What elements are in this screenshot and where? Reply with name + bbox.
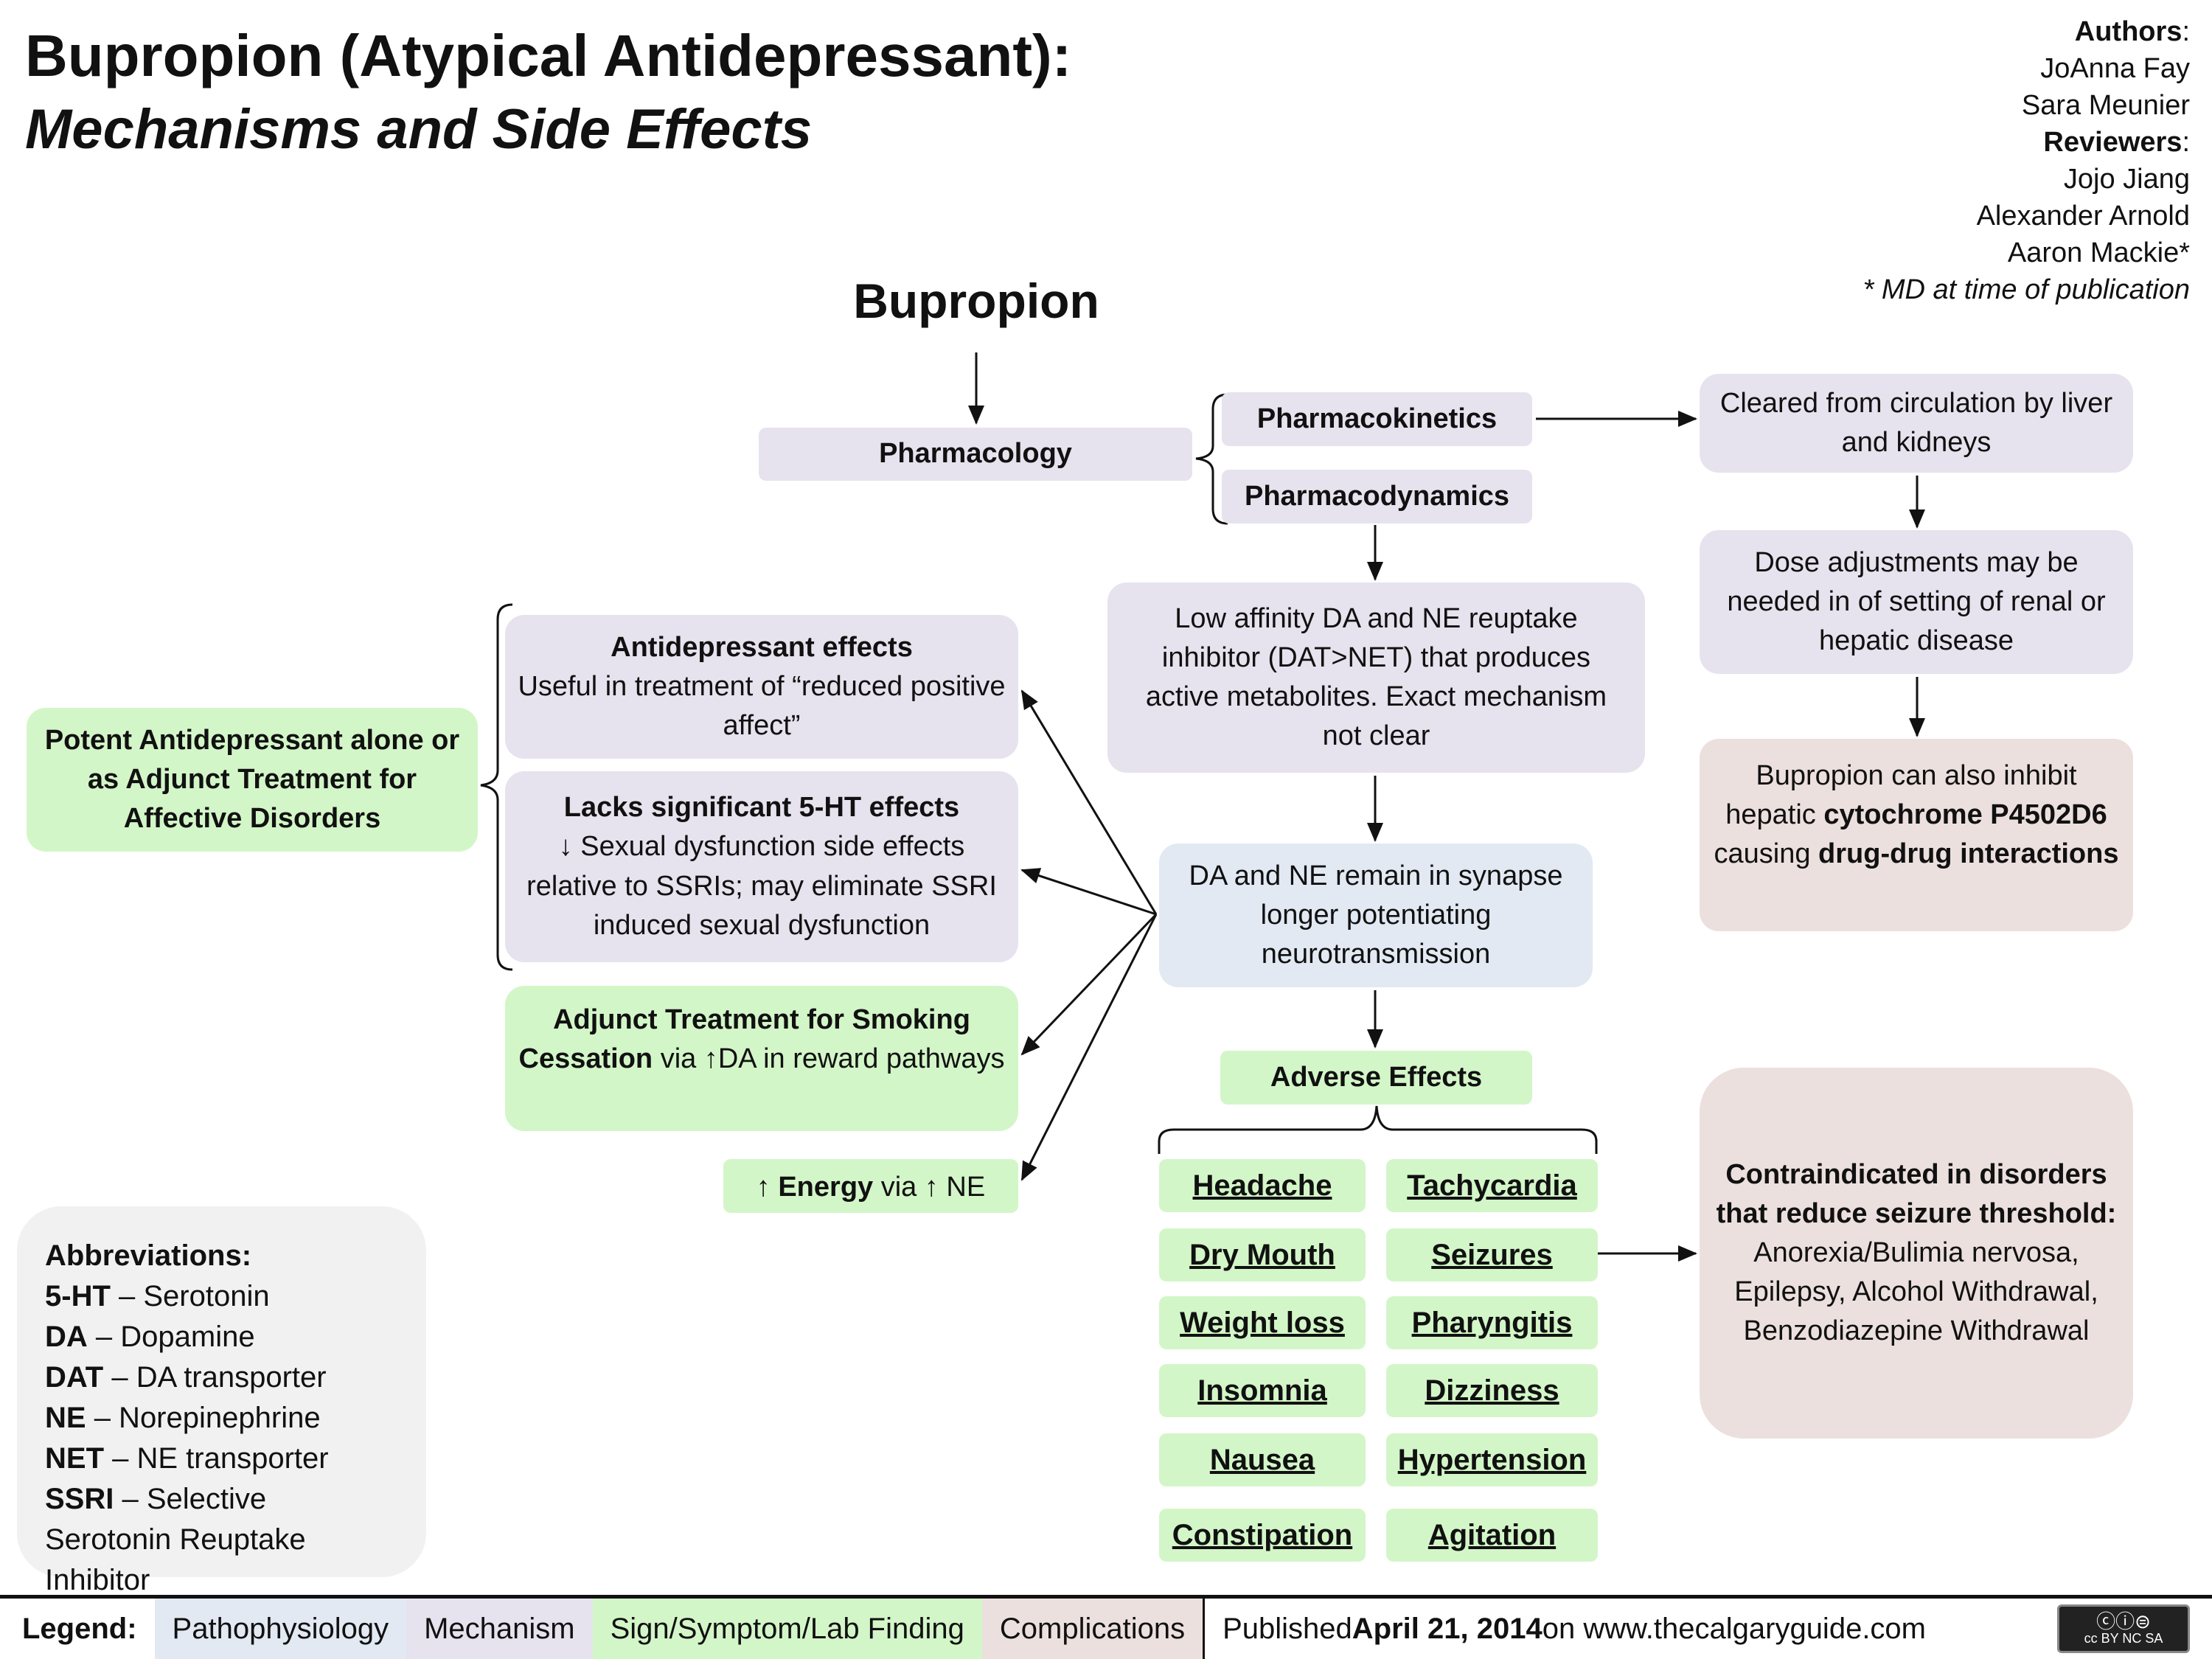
adverse-effect-item: Hypertension — [1386, 1433, 1598, 1486]
adverse-effect-item: Pharyngitis — [1386, 1296, 1598, 1349]
box-title: Adjunct Treatment for Smoking Cessation — [518, 1004, 970, 1075]
low-affinity-box: Low affinity DA and NE reuptake inhibito… — [1107, 582, 1645, 773]
brace-pharmacology — [1195, 393, 1228, 525]
pub-site: on www.thecalgaryguide.com — [1542, 1612, 1926, 1645]
box-body: Useful in treatment of “reduced positive… — [518, 670, 1006, 742]
legend-complications: Complications — [981, 1599, 1206, 1659]
lacks-5ht-box: Lacks significant 5-HT effects ↓ Sexual d… — [505, 771, 1018, 962]
pub-text: Published — [1222, 1612, 1352, 1645]
abbr-key: SSRI — [45, 1483, 114, 1515]
abbr-value: – Dopamine — [87, 1321, 255, 1353]
abbr-value: – NE transporter — [104, 1442, 329, 1475]
contra-title: Contraindicated in disorders that reduce… — [1716, 1158, 2117, 1229]
brace-adverse — [1158, 1105, 1598, 1154]
energy-box: ↑ Energy via ↑ NE — [723, 1159, 1018, 1213]
smoking-cessation-box: Adjunct Treatment for Smoking Cessation … — [505, 986, 1018, 1131]
abbr-key: DA — [45, 1321, 88, 1353]
abbreviation-item: NET – NE transporter — [45, 1439, 398, 1479]
cc-symbols-icon: ⓒⓘ⊜ — [2096, 1610, 2151, 1632]
bracket-potent — [480, 603, 513, 971]
adverse-effect-item: Tachycardia — [1386, 1159, 1598, 1212]
abbreviation-item: SSRI – Selective Serotonin Reuptake Inhi… — [45, 1479, 398, 1601]
box-body: ↓ Sexual dysfunction side effects relati… — [526, 831, 997, 941]
contraindication-box: Contraindicated in disorders that reduce… — [1700, 1068, 2133, 1439]
legend-sign: Sign/Symptom/Lab Finding — [592, 1599, 982, 1659]
adverse-effect-item: Weight loss — [1159, 1296, 1366, 1349]
adverse-effect-item: Agitation — [1386, 1509, 1598, 1562]
reviewer: Jojo Jiang — [2063, 164, 2190, 195]
abbr-value: – DA transporter — [103, 1361, 327, 1394]
arrow-to-antidepressant — [1020, 689, 1158, 915]
abbreviation-item: DA – Dopamine — [45, 1317, 398, 1357]
box-body: via ↑ NE — [873, 1172, 986, 1203]
abbr-key: NE — [45, 1402, 86, 1434]
abbr-key: 5-HT — [45, 1280, 111, 1312]
abbreviation-item: 5-HT – Serotonin — [45, 1276, 398, 1317]
cyp-interactions: drug-drug interactions — [1818, 838, 2119, 870]
pharmacokinetics-box: Pharmacokinetics — [1222, 392, 1532, 446]
remain-box: DA and NE remain in synapse longer poten… — [1159, 844, 1593, 987]
reviewer: Alexander Arnold — [1976, 201, 2190, 232]
license-text: cc BY NC SA — [2084, 1631, 2163, 1646]
abbr-value: – Serotonin — [110, 1280, 270, 1312]
adverse-effect-item: Dizziness — [1386, 1364, 1598, 1417]
cc-license-icon: ⓒⓘ⊜ cc BY NC SA — [2057, 1604, 2190, 1653]
author: JoAnna Fay — [2040, 53, 2190, 84]
pharmacology-box: Pharmacology — [759, 428, 1192, 481]
adverse-effects-title: Adverse Effects — [1220, 1051, 1532, 1105]
publication-info: Published April 21, 2014 on www.thecalga… — [1205, 1599, 1944, 1659]
arrow-to-energy — [1020, 914, 1158, 1181]
abbreviation-item: DAT – DA transporter — [45, 1357, 398, 1398]
pub-date: April 21, 2014 — [1352, 1612, 1543, 1645]
arrow-to-adjunct — [1020, 913, 1158, 1056]
box-title: ↑ Energy — [756, 1172, 874, 1203]
md-note: * MD at time of publication — [1863, 274, 2190, 305]
cyp-box: Bupropion can also inhibit hepatic cytoc… — [1700, 739, 2133, 931]
legend-mechanism: Mechanism — [406, 1599, 593, 1659]
contra-body: Anorexia/Bulimia nervosa, Epilepsy, Alco… — [1734, 1237, 2098, 1347]
pharmacodynamics-box: Pharmacodynamics — [1222, 470, 1532, 524]
authors-label: Authors — [2074, 16, 2183, 47]
reviewer: Aaron Mackie* — [2007, 237, 2190, 268]
abbr-value: – Norepinephrine — [86, 1402, 321, 1434]
cyp-text: Bupropion can also inhibit hepatic — [1725, 760, 2077, 831]
abbreviations-title: Abbreviations: — [45, 1239, 252, 1272]
drug-heading: Bupropion — [853, 274, 1099, 328]
arrow-to-lacks — [1020, 868, 1157, 916]
adverse-effect-item: Seizures — [1386, 1228, 1598, 1281]
box-body: via ↑DA in reward pathways — [653, 1043, 1005, 1075]
subtitle: Mechanisms and Side Effects — [25, 98, 813, 161]
dose-box: Dose adjustments may be needed in of set… — [1700, 530, 2133, 674]
cyp-enzyme: cytochrome P4502D6 — [1823, 799, 2107, 831]
reviewers-label: Reviewers — [2043, 127, 2183, 158]
cleared-box: Cleared from circulation by liver and ki… — [1700, 374, 2133, 473]
adverse-effect-item: Insomnia — [1159, 1364, 1366, 1417]
adverse-effect-item: Constipation — [1159, 1509, 1366, 1562]
box-title: Antidepressant effects — [611, 631, 913, 663]
authors-block: Authors: JoAnna Fay Sara Meunier Reviewe… — [1863, 13, 2190, 308]
abbr-key: NET — [45, 1442, 104, 1475]
footer: Legend: Pathophysiology Mechanism Sign/S… — [0, 1595, 2212, 1659]
legend-pathophysiology: Pathophysiology — [154, 1599, 407, 1659]
potent-antidepressant-box: Potent Antidepressant alone or as Adjunc… — [27, 708, 478, 852]
box-title: Lacks significant 5-HT effects — [563, 792, 960, 824]
adverse-effect-item: Headache — [1159, 1159, 1366, 1212]
adverse-effect-item: Nausea — [1159, 1433, 1366, 1486]
abbr-key: DAT — [45, 1361, 104, 1394]
abbr-value: – Selective Serotonin Reuptake Inhibitor — [45, 1483, 306, 1596]
author: Sara Meunier — [2021, 90, 2190, 121]
abbreviation-item: NE – Norepinephrine — [45, 1398, 398, 1439]
adverse-effect-item: Dry Mouth — [1159, 1228, 1366, 1281]
cyp-text: causing — [1714, 838, 1819, 870]
title: Bupropion (Atypical Antidepressant): — [25, 23, 1072, 88]
legend-label: Legend: — [22, 1612, 137, 1645]
